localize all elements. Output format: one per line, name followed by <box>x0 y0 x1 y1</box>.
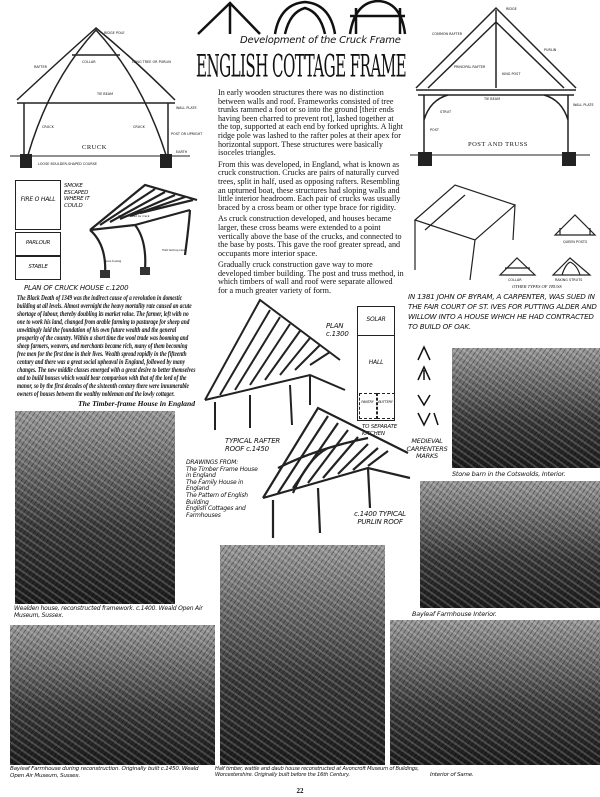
room-label: BUTTERY <box>378 400 393 404</box>
plan-1300-note: TO SEPARATE KITCHEN <box>362 424 398 437</box>
label: POST <box>430 128 439 132</box>
label: LONG TREE OR PURLIN <box>132 60 171 64</box>
label: COLLAR <box>82 60 96 64</box>
black-death-source: The Timber-frame House in England <box>77 399 195 408</box>
plan-1300-title: PLAN c.1300 <box>326 322 349 338</box>
cruck-title: CRUCK <box>82 144 107 151</box>
black-death-text: The Black Death of 1349 was the indirect… <box>17 293 196 398</box>
interior-caption: Interior of Same. <box>430 772 474 778</box>
bayleaf-farmhouse-caption: Bayleaf Farmhouse during reconstruction.… <box>10 766 199 779</box>
paragraph: Gradually cruck construction gave way to… <box>218 260 404 296</box>
page-title: ENGLISH COTTAGE FRAME <box>196 48 407 85</box>
bayleaf-interior-photo <box>420 481 600 608</box>
plan-1300: SOLAR HALL PANTRY BUTTERY <box>357 306 395 421</box>
truss-type-label: COLLAR <box>508 278 522 282</box>
label: STRUT <box>440 110 452 114</box>
purlin-roof-drawing <box>262 406 411 538</box>
label: RIDGE <box>506 7 517 11</box>
wealden-house-photo <box>15 411 175 604</box>
paragraph: From this was developed, in England, wha… <box>218 159 401 212</box>
label: TIE BEAM <box>484 97 501 101</box>
half-timber-house-photo <box>220 545 385 765</box>
cruck-house-caption: PLAN OF CRUCK HOUSE c.1200 <box>24 284 129 292</box>
byrram-quote: IN 1381 JOHN OF BYRAM, A CARPENTER, WAS … <box>408 292 597 331</box>
frame-note: Wall built up later <box>162 248 186 252</box>
label: COMMON RAFTER <box>432 32 463 36</box>
purlin-roof-caption: c.1400 TYPICAL PURLIN ROOF <box>354 510 406 526</box>
label: PRINCIPAL RAFTER <box>454 65 486 69</box>
label: CRUCK <box>133 125 145 129</box>
carpenters-marks-icon <box>417 345 439 427</box>
subtitle: Development of the Cruck Frame <box>240 35 401 46</box>
main-text: In early wooden structures there was no … <box>218 88 404 299</box>
label: POST OR UPRIGHT <box>171 132 203 136</box>
source-item: The Timber Frame House in England <box>186 465 258 480</box>
label: RIDGE POLE <box>104 31 125 35</box>
bayleaf-farmhouse-photo <box>10 625 215 765</box>
label: RAFTER <box>34 65 47 69</box>
frame-note: Tree unleveled for cruck <box>118 214 150 218</box>
post-truss-title: POST AND TRUSS <box>468 141 528 148</box>
rafter-roof-caption: TYPICAL RAFTER ROOF c.1450 <box>225 437 281 453</box>
page-number: 22 <box>296 787 304 795</box>
stone-barn-caption: Stone barn in the Cotswolds, Interior. <box>452 470 566 478</box>
source-item: The Family House in England <box>186 478 244 493</box>
label: TIE BEAM <box>97 92 114 96</box>
truss-type-label: QUEEN POSTS <box>563 240 588 244</box>
label: LOOSE BOULDER-SHAPED COURSE <box>38 162 98 166</box>
label: CRUCK <box>42 125 54 129</box>
room-label: STABLE <box>28 264 48 270</box>
interior-photo <box>390 620 600 765</box>
frame-note: Stone footing <box>104 259 122 263</box>
cruck-frame-drawing <box>89 183 198 278</box>
post-truss-diagram: POST AND TRUSS RIDGE COMMON RAFTER PURLI… <box>410 0 600 170</box>
truss-type-label: RAKING STRUTS <box>555 278 583 282</box>
stone-barn-photo <box>452 348 600 468</box>
cruck-diagram: CRUCK RIDGE POLE COLLAR LONG TREE OR PUR… <box>0 20 202 175</box>
label: EARTH <box>176 150 188 154</box>
carpenters-marks-caption: MEDIEVAL CARPENTERS MARKS <box>406 437 448 460</box>
room-label: HALL <box>368 359 384 366</box>
source-item: English Cottages and Farmhouses <box>186 505 246 519</box>
room-label: SOLAR <box>366 316 386 323</box>
paragraph: As cruck construction developed, and hou… <box>218 214 402 258</box>
post-truss-frame-drawing <box>413 184 597 281</box>
rafter-roof-drawing <box>204 298 346 430</box>
wealden-caption: Wealden house, reconstructed framework. … <box>14 605 203 619</box>
cruck-house-plan: FIRE O HALL PARLOUR STABLE <box>15 180 65 280</box>
other-truss-title: OTHER TYPES OF TRUSS <box>512 284 562 289</box>
label: KING POST <box>502 72 521 76</box>
label: WALL PLATE <box>573 103 594 107</box>
drawings-from-heading: DRAWINGS FROM: <box>186 459 239 466</box>
source-item: The Pattern of English Building <box>186 491 248 506</box>
smoke-note: SMOKE ESCAPED WHERE IT COULD <box>64 183 90 209</box>
label: PURLIN <box>544 48 557 52</box>
bayleaf-interior-caption: Bayleaf Farmhouse Interior. <box>412 610 497 618</box>
drawings-from: DRAWINGS FROM: The Timber Frame House in… <box>186 459 258 519</box>
room-label: PARLOUR <box>25 240 51 246</box>
cruck-evolution-arches <box>197 0 407 35</box>
paragraph: In early wooden structures there was no … <box>218 88 403 158</box>
room-label: PANTRY <box>361 400 374 404</box>
room-label: FIRE O HALL <box>20 196 56 203</box>
label: WALL PLATE <box>176 106 197 110</box>
half-timber-caption: Half timber, wattle and daub house recon… <box>215 766 419 778</box>
